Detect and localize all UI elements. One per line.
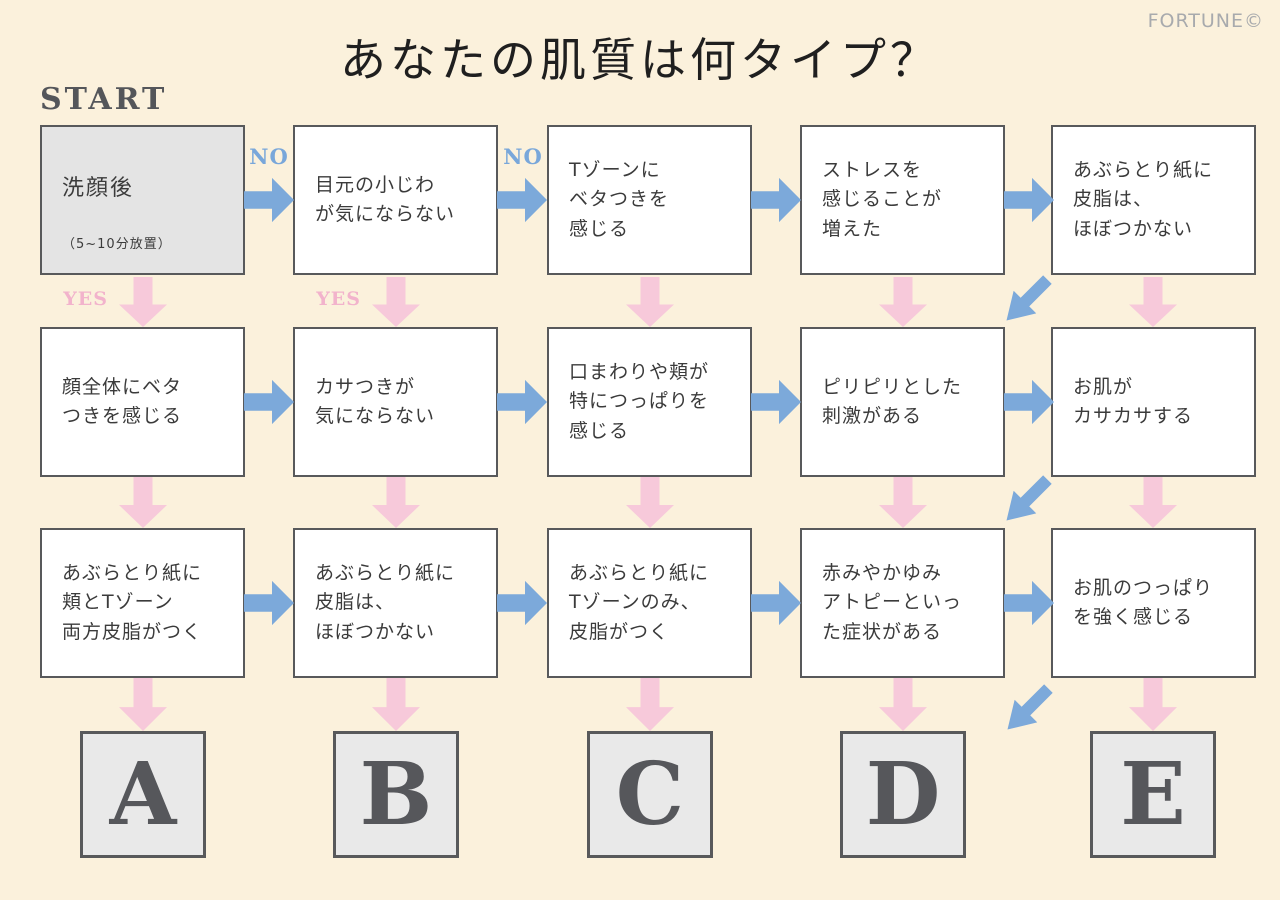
result-box-b: B [333, 731, 459, 858]
question-box: Tゾーンに ベタつきを 感じる [547, 125, 752, 275]
right-arrow-icon [1004, 580, 1054, 626]
question-box: 赤みやかゆみ アトピーといっ た症状がある [800, 528, 1005, 678]
yes-label: YES [63, 288, 108, 310]
down-arrow-icon [372, 277, 420, 327]
result-box-e: E [1090, 731, 1216, 858]
question-box: 目元の小じわ が気にならない [293, 125, 498, 275]
question-box: あぶらとり紙に 皮脂は、 ほぼつかない [293, 528, 498, 678]
right-arrow-icon [497, 177, 547, 223]
no-label: NO [503, 144, 543, 169]
brand-logo: FORTUNE© [1147, 10, 1264, 32]
question-box: お肌のつっぱり を強く感じる [1051, 528, 1256, 678]
right-arrow-icon [1004, 379, 1054, 425]
question-box: あぶらとり紙に 皮脂は、 ほぼつかない [1051, 125, 1256, 275]
right-arrow-icon [244, 379, 294, 425]
down-arrow-icon [1129, 477, 1177, 528]
right-arrow-icon [497, 580, 547, 626]
question-box: ピリピリとした 刺激がある [800, 327, 1005, 477]
start-label: START [40, 82, 168, 117]
right-arrow-icon [244, 580, 294, 626]
question-box: 口まわりや頬が 特につっぱりを 感じる [547, 327, 752, 477]
down-arrow-icon [879, 678, 927, 731]
down-arrow-icon [1129, 277, 1177, 327]
result-box-a: A [80, 731, 206, 858]
down-arrow-icon [879, 477, 927, 528]
down-arrow-icon [626, 678, 674, 731]
down-arrow-icon [879, 277, 927, 327]
start-box-line2: （5~10分放置） [62, 236, 172, 252]
down-arrow-icon [119, 277, 167, 327]
down-arrow-icon [1129, 678, 1177, 731]
right-arrow-icon [497, 379, 547, 425]
diagonal-arrow-icon [995, 268, 1059, 332]
diagonal-arrow-icon [996, 677, 1060, 741]
right-arrow-icon [244, 177, 294, 223]
question-box: あぶらとり紙に 頬とTゾーン 両方皮脂がつく [40, 528, 245, 678]
question-box: お肌が カサカサする [1051, 327, 1256, 477]
down-arrow-icon [119, 477, 167, 528]
down-arrow-icon [372, 477, 420, 528]
no-label: NO [249, 144, 289, 169]
right-arrow-icon [751, 580, 801, 626]
right-arrow-icon [751, 379, 801, 425]
question-box-start: 洗顔後 （5~10分放置） 肌のつっぱり を感じない [40, 125, 245, 275]
right-arrow-icon [1004, 177, 1054, 223]
result-box-c: C [587, 731, 713, 858]
question-box: ストレスを 感じることが 増えた [800, 125, 1005, 275]
down-arrow-icon [372, 678, 420, 731]
question-box: 顔全体にベタ つきを感じる [40, 327, 245, 477]
result-box-d: D [840, 731, 966, 858]
page-title: あなたの肌質は何タイプ？ [340, 33, 940, 87]
yes-label: YES [316, 288, 361, 310]
down-arrow-icon [626, 277, 674, 327]
question-box: カサつきが 気にならない [293, 327, 498, 477]
question-box: あぶらとり紙に Tゾーンのみ、 皮脂がつく [547, 528, 752, 678]
down-arrow-icon [119, 678, 167, 731]
down-arrow-icon [626, 477, 674, 528]
start-box-line1: 洗顔後 [62, 176, 135, 202]
right-arrow-icon [751, 177, 801, 223]
diagonal-arrow-icon [995, 468, 1059, 532]
